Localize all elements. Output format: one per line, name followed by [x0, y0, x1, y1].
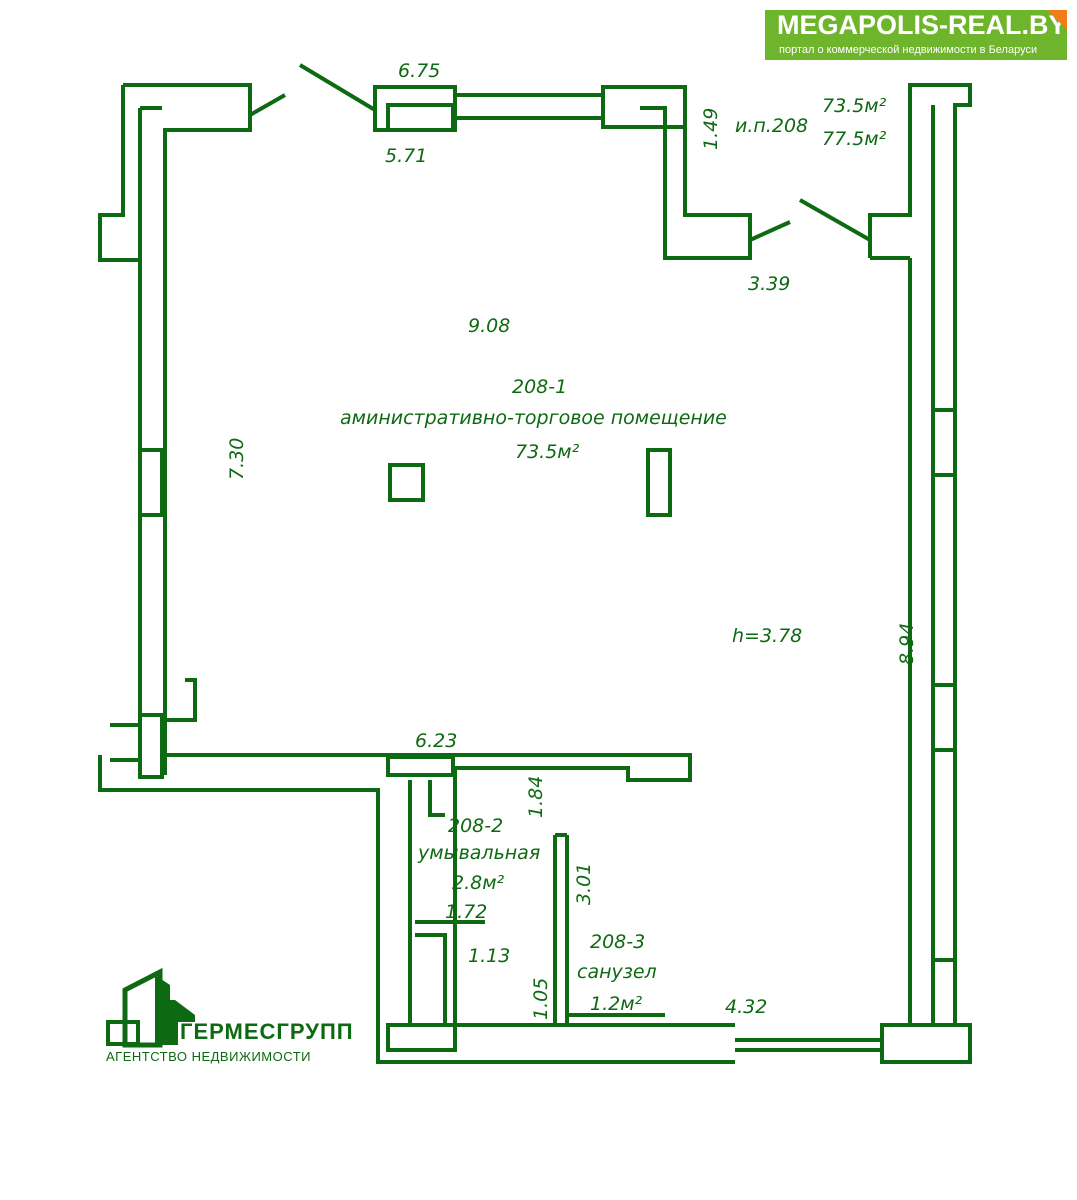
labels: 6.75 5.71 1.49 и.п.208 73.5м² 77.5м² 3.3…: [226, 60, 918, 1020]
room-name: санузел: [577, 961, 657, 983]
room-area: 73.5м²: [515, 441, 580, 463]
ceiling-height: h=3.78: [732, 625, 802, 647]
dim-label: 7.30: [226, 438, 248, 480]
room-id: 208-1: [512, 376, 567, 398]
dim-label: 3.39: [748, 273, 790, 295]
agency-logo-icon: [106, 967, 195, 1048]
agency-logo-name: ГЕРМЕСГРУПП: [180, 1019, 354, 1044]
badge-corner: [1047, 10, 1067, 30]
room-name: умывальная: [417, 842, 540, 864]
dim-label: 4.32: [725, 996, 767, 1018]
dim-label: 1.13: [468, 945, 510, 967]
badge-subtitle: портал о коммерческой недвижимости в Бел…: [779, 44, 1038, 56]
megapolis-badge: MEGAPOLIS-REAL.BY портал о коммерческой …: [765, 10, 1067, 60]
room-area: 1.2м²: [590, 993, 643, 1015]
dim-label: 1.49: [700, 108, 722, 150]
room-id: 208-2: [448, 815, 503, 837]
unit-label: и.п.208: [735, 115, 808, 137]
dim-label: 3.01: [573, 863, 595, 905]
room-name: аминистративно-торговое помещение: [340, 407, 727, 429]
unit-area-2: 77.5м²: [822, 128, 887, 150]
agency-logo-subtitle: АГЕНТСТВО НЕДВИЖИМОСТИ: [106, 1049, 311, 1064]
room-area: 2.8м²: [452, 872, 505, 894]
dim-label: 8.94: [896, 623, 918, 665]
dim-label: 6.23: [415, 730, 457, 752]
room-id: 208-3: [590, 931, 645, 953]
dim-label: 1.84: [525, 776, 547, 818]
dim-label: 5.71: [385, 145, 427, 167]
dim-label: 1.05: [530, 978, 552, 1020]
dim-label: 1.72: [445, 901, 487, 923]
dim-label: 6.75: [398, 60, 440, 82]
dim-label: 9.08: [468, 315, 510, 337]
unit-area-1: 73.5м²: [822, 95, 887, 117]
walls: [98, 63, 972, 1064]
badge-title: MEGAPOLIS-REAL.BY: [777, 10, 1067, 40]
